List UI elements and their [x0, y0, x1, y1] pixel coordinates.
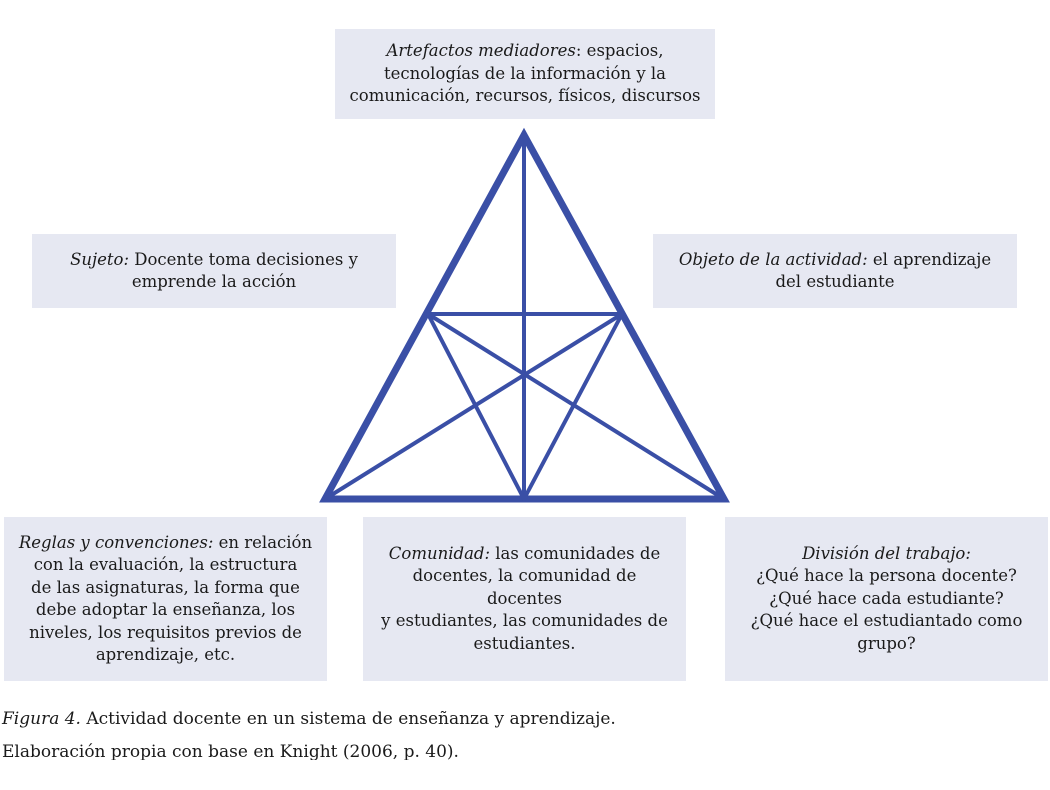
inner-line-right	[522, 312, 624, 501]
rules-text-6: aprendizaje, etc.	[95, 645, 236, 664]
community-text-3: y estudiantes, las comunidades de	[381, 611, 668, 631]
division-of-labor-text-1: ¿Qué hace la persona docente?	[756, 566, 1017, 586]
rules-text-1: en relación	[213, 532, 313, 552]
mediating-artifacts-box: Artefactos mediadores: espacios, tecnolo…	[335, 29, 715, 119]
inner-line-left	[426, 312, 526, 501]
rules-text-3: de las asignaturas, la forma que	[31, 577, 300, 597]
rules-box: Reglas y convenciones: en relación con l…	[4, 517, 327, 681]
community-box: Comunidad: las comunidades de docentes, …	[363, 517, 686, 681]
subject-box: Sujeto: Docente toma decisiones y empren…	[32, 234, 396, 308]
subject-text-2: emprende la acción	[131, 272, 297, 291]
subject-label: Sujeto:	[70, 249, 129, 269]
mediating-artifacts-text-3: comunicación, recursos, físicos, discurs…	[349, 86, 701, 106]
rules-label: Reglas y convenciones:	[18, 532, 214, 552]
community-text-4: estudiantes.	[473, 633, 576, 653]
rules-text-4: debe adoptar la enseñanza, los	[35, 600, 296, 619]
object-text-2: del estudiante	[775, 272, 895, 291]
community-text-1: las comunidades de	[490, 543, 661, 563]
figure-title: Actividad docente en un sistema de enseñ…	[80, 709, 616, 729]
community-text-2: docentes, la comunidad de docentes	[412, 566, 637, 608]
object-box: Objeto de la actividad: el aprendizaje d…	[653, 234, 1017, 308]
object-label: Objeto de la actividad:	[678, 249, 868, 269]
division-of-labor-text-3: ¿Qué hace el estudiantado como	[750, 611, 1023, 631]
figure-source: Elaboración propia con base en Knight (2…	[2, 742, 459, 760]
mediating-artifacts-label: Artefactos mediadores	[386, 41, 576, 61]
figure-label: Figura 4.	[2, 709, 81, 729]
rules-text-2: con la evaluación, la estructura	[33, 555, 298, 574]
rules-text-5: niveles, los requisitos previos de	[29, 622, 302, 642]
figure-caption: Figura 4. Actividad docente en un sistem…	[2, 708, 616, 730]
mediating-artifacts-text-2: tecnologías de la información y la	[383, 63, 667, 83]
community-label: Comunidad:	[388, 543, 491, 563]
median-left-vertex	[323, 312, 624, 501]
division-of-labor-label: División del trabajo:	[802, 543, 971, 563]
mediating-artifacts-text-1: : espacios,	[575, 41, 664, 61]
division-of-labor-text-2: ¿Qué hace cada estudiante?	[769, 588, 1004, 608]
object-text-1: el aprendizaje	[867, 249, 992, 269]
median-right-vertex	[426, 312, 726, 501]
division-of-labor-text-4: grupo?	[857, 633, 916, 653]
division-of-labor-box: División del trabajo: ¿Qué hace la perso…	[725, 517, 1048, 681]
subject-text-1: Docente toma decisiones y	[129, 249, 358, 269]
